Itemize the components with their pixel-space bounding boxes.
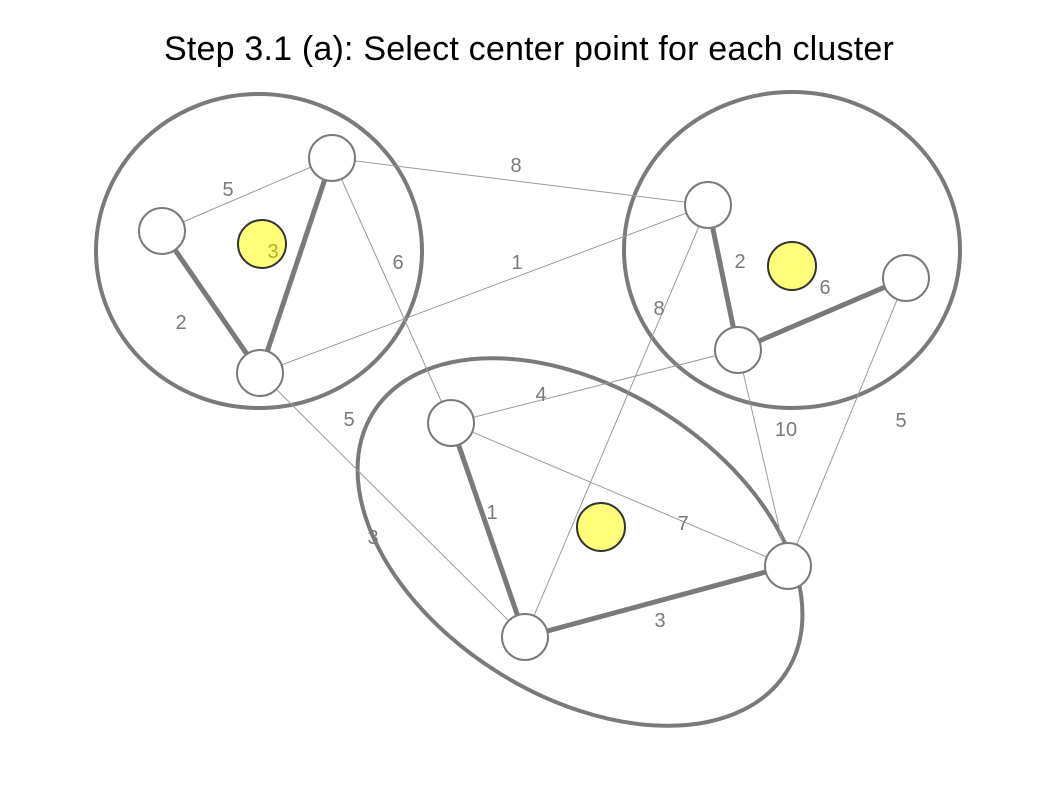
edge-g-i: [450, 422, 789, 567]
cluster-bottom: [355, 356, 805, 728]
edge-a-c: [159, 229, 263, 375]
edge-weight-b-g: 6: [392, 252, 403, 274]
node-d: [684, 181, 732, 229]
edge-weight-d-h: 8: [653, 298, 664, 320]
node-f: [882, 254, 930, 302]
edges-layer: [159, 157, 907, 640]
node-g: [427, 399, 475, 447]
edge-d-h: [524, 204, 709, 638]
centers-layer: [237, 219, 817, 552]
edge-weight-g-h: 1: [486, 502, 497, 524]
node-b: [308, 134, 356, 182]
edge-g-h: [448, 422, 528, 638]
edge-weight-f-i: 5: [895, 410, 906, 432]
node-a: [138, 207, 186, 255]
edge-e-f: [737, 275, 907, 353]
edge-e-g: [450, 349, 739, 424]
edge-d-e: [705, 204, 741, 351]
edge-weight-b-d: 8: [510, 155, 521, 177]
edge-b-c: [257, 157, 335, 374]
edge-c-d: [259, 204, 709, 374]
edge-h-i: [524, 563, 789, 640]
cluster-top-left: [94, 92, 424, 410]
cluster-top-right: [622, 90, 962, 410]
edge-c-h: [259, 372, 526, 638]
edge-f-i: [787, 277, 907, 567]
labels-layer: 5 2 3 8 6 1 3 2 6 8 4 10 5 1 7 3 5: [175, 155, 906, 632]
edge-b-g: [331, 157, 452, 424]
edge-weight-h-i: 3: [654, 610, 665, 632]
center-point-cluster-top-left: [237, 219, 287, 269]
edge-weight-e-i: 10: [775, 419, 797, 441]
edge-weight-d-e: 2: [734, 251, 745, 273]
center-point-cluster-top-right: [767, 241, 817, 291]
edge-b-d: [331, 157, 709, 206]
edge-weight-e-g: 4: [535, 384, 546, 406]
node-c: [236, 349, 284, 397]
node-h: [501, 613, 549, 661]
edge-weight-extra: 5: [343, 409, 354, 431]
edge-weight-g-i: 7: [677, 513, 688, 535]
edge-weight-c-h: 3: [367, 527, 378, 549]
edge-weight-c-d: 1: [511, 252, 522, 274]
edge-weight-a-b: 5: [222, 179, 233, 201]
edge-weight-a-c: 2: [175, 312, 186, 334]
diagram-title: Step 3.1 (a): Select center point for ea…: [163, 30, 895, 68]
center-point-cluster-bottom: [576, 502, 626, 552]
edge-weight-e-f: 6: [819, 277, 830, 299]
clusters-layer: [94, 90, 962, 728]
edge-a-b: [161, 157, 333, 232]
nodes-layer: [138, 134, 930, 661]
node-i: [764, 542, 812, 590]
node-e: [714, 326, 762, 374]
edge-weight-b-c: 3: [267, 241, 278, 263]
edge-e-i: [737, 349, 789, 567]
